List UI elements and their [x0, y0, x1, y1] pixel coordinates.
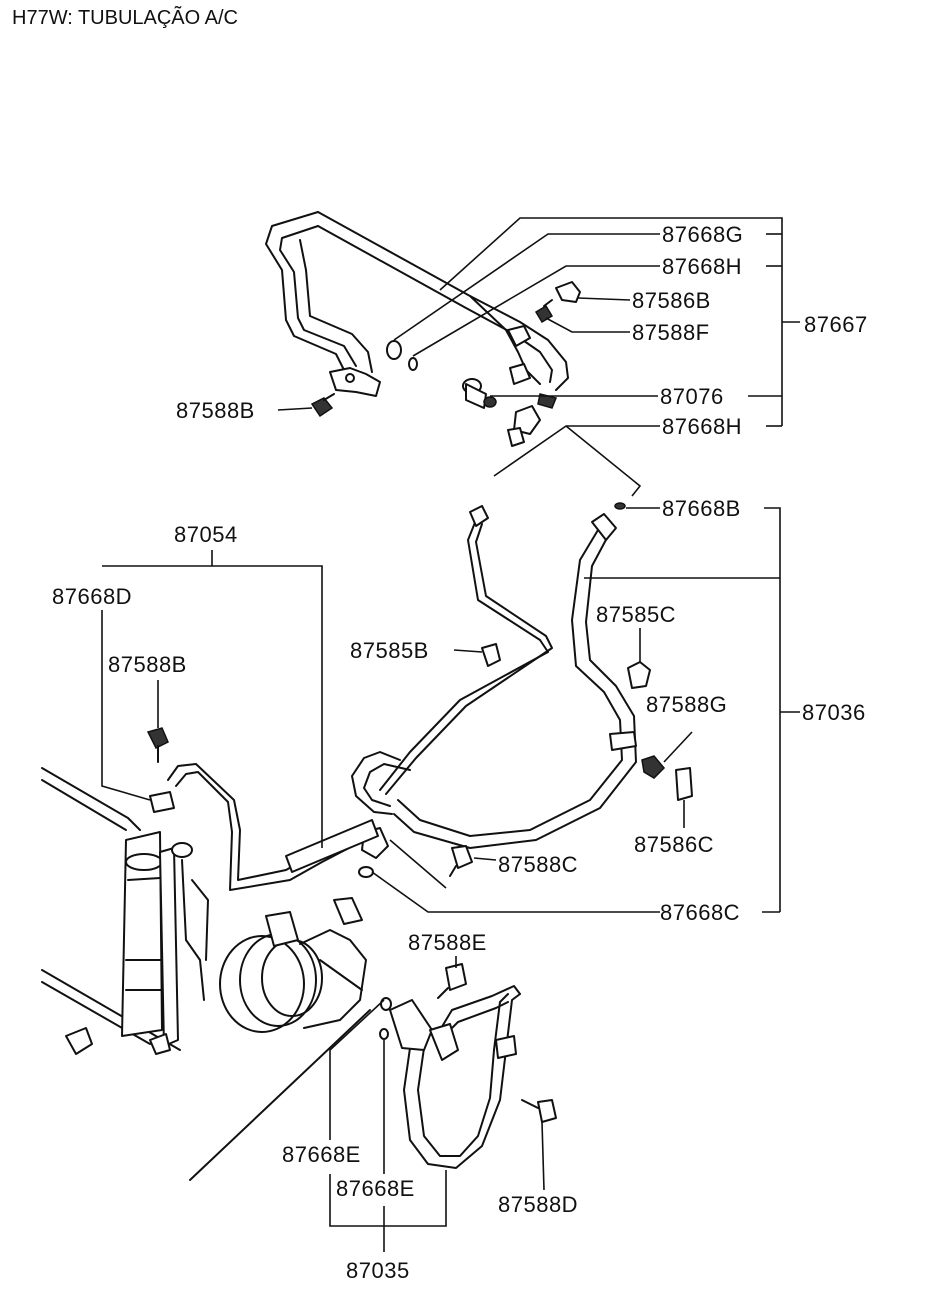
label-87585C: 87585C [596, 602, 676, 627]
bolt-87588F [534, 304, 554, 324]
o-ring-87668G [386, 340, 402, 360]
bolt-87588C [451, 845, 473, 869]
discharge-hose-87035 [379, 963, 557, 1169]
compressor [219, 897, 367, 1033]
top-callouts [277, 217, 800, 497]
hose-assembly-87036 [351, 502, 693, 878]
label-87668H-mid: 87668H [662, 414, 742, 439]
diagram-title: H77W: TUBULAÇÃO A/C [12, 5, 238, 29]
label-87668C: 87668C [660, 900, 740, 925]
label-87586C: 87586C [634, 832, 714, 857]
label-87588B-left: 87588B [108, 652, 187, 677]
sensor-87076 [465, 383, 487, 409]
lower-callouts [101, 550, 545, 1252]
o-ring-87668C [358, 866, 374, 878]
condenser [41, 767, 371, 1181]
suction-pipe-assembly-87667 [265, 211, 581, 447]
bolt-87588B-left [146, 727, 169, 750]
o-ring-87668E-b [379, 1028, 389, 1040]
label-87667: 87667 [804, 312, 868, 337]
label-87668H-top: 87668H [662, 254, 742, 279]
label-87588D: 87588D [498, 1192, 578, 1217]
label-87054: 87054 [174, 522, 238, 547]
label-87668B: 87668B [662, 496, 741, 521]
o-ring-87668E-a [380, 997, 392, 1011]
clamp-87585C [627, 661, 651, 689]
label-87588F: 87588F [632, 320, 710, 345]
label-87668G: 87668G [662, 222, 743, 247]
bolt-87588G [641, 755, 666, 779]
label-87586B: 87586B [632, 288, 711, 313]
label-87035: 87035 [346, 1258, 410, 1283]
part-labels: 87668G 87668H 87586B 87588F 87667 87076 … [52, 222, 868, 1283]
label-87588C: 87588C [498, 852, 578, 877]
o-ring-87668H-top [408, 357, 418, 371]
label-87668E-a: 87668E [282, 1142, 361, 1167]
label-87036: 87036 [802, 700, 866, 725]
clip-87586C [675, 767, 693, 801]
label-87668D: 87668D [52, 584, 132, 609]
label-87585B: 87585B [350, 638, 429, 663]
label-87076: 87076 [660, 384, 724, 409]
clamp-87585B [481, 643, 501, 667]
label-87668E-b: 87668E [336, 1176, 415, 1201]
bolt-87588D [537, 1099, 557, 1123]
middle-callouts [371, 507, 800, 913]
liquid-pipe-87054 [146, 727, 379, 891]
clip-87586B [555, 281, 581, 303]
label-87588B-top: 87588B [176, 398, 255, 423]
label-87588G: 87588G [646, 692, 727, 717]
label-87588E: 87588E [408, 930, 487, 955]
bolt-87588B-top [310, 397, 334, 418]
